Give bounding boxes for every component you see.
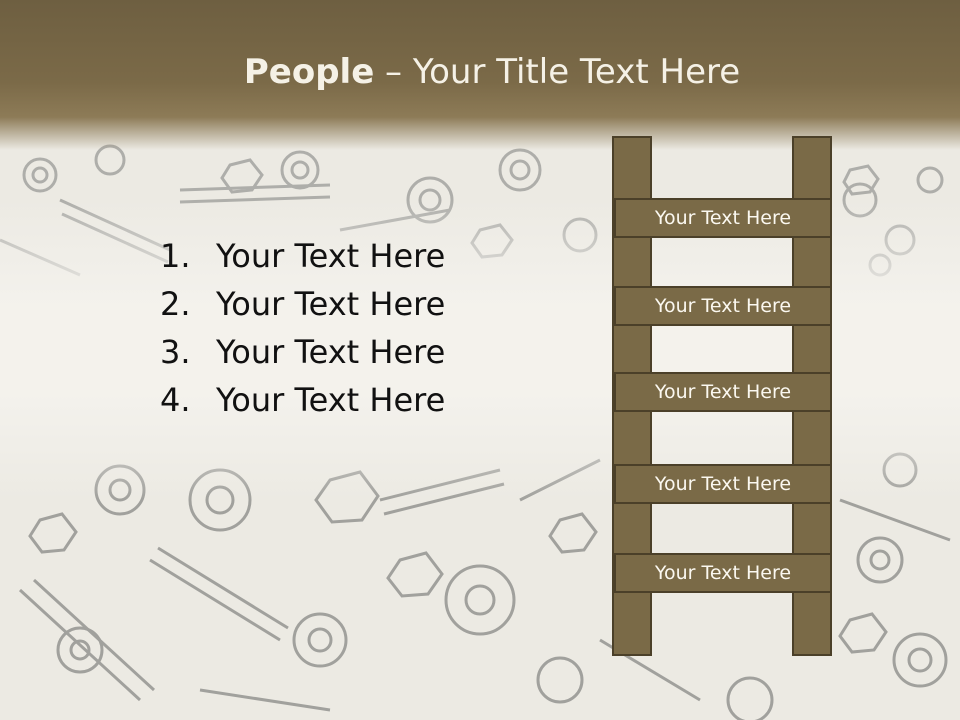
list-number: 3. bbox=[160, 333, 191, 371]
ladder-rung-1[interactable]: Your Text Here bbox=[614, 198, 832, 238]
ladder-rung-4[interactable]: Your Text Here bbox=[614, 464, 832, 504]
list-number: 1. bbox=[160, 237, 191, 275]
numbered-list[interactable]: 1. Your Text Here 2. Your Text Here 3. Your… bbox=[160, 232, 445, 424]
list-number: 4. bbox=[160, 381, 191, 419]
ladder-rung-2[interactable]: Your Text Here bbox=[614, 286, 832, 326]
list-number: 2. bbox=[160, 285, 191, 323]
ladder-rung-3[interactable]: Your Text Here bbox=[614, 372, 832, 412]
list-item: 2. Your Text Here bbox=[160, 280, 445, 328]
title-bold: People bbox=[243, 52, 375, 92]
title-bar bbox=[0, 0, 960, 150]
title-rest: – Your Title Text Here bbox=[374, 52, 741, 92]
list-item: 4. Your Text Here bbox=[160, 376, 445, 424]
slide-title[interactable]: People – Your Title Text Here bbox=[0, 52, 960, 92]
list-text: Your Text Here bbox=[216, 333, 446, 371]
list-item: 1. Your Text Here bbox=[160, 232, 445, 280]
ladder-rung-5[interactable]: Your Text Here bbox=[614, 553, 832, 593]
list-text: Your Text Here bbox=[216, 237, 446, 275]
list-item: 3. Your Text Here bbox=[160, 328, 445, 376]
list-text: Your Text Here bbox=[216, 285, 446, 323]
list-text: Your Text Here bbox=[216, 381, 446, 419]
